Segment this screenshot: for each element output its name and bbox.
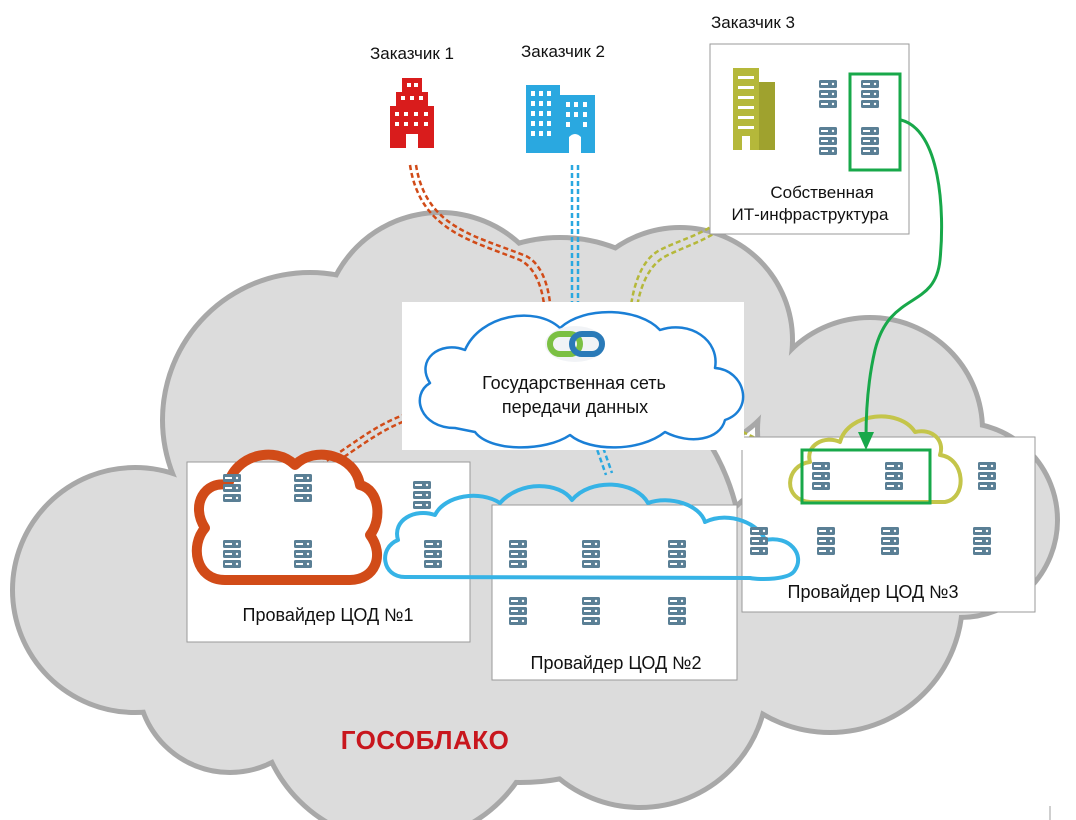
customer-2-label: Заказчик 2 [521, 42, 605, 61]
link-customer-1-b [414, 164, 553, 321]
gosoblako-label: ГОСОБЛАКО [340, 725, 510, 755]
provider-2-label: Провайдер ЦОД №2 [530, 653, 702, 673]
link-provider-2 [590, 434, 608, 476]
gov-network-line1: Государственная сеть [482, 373, 666, 393]
own-infra-highlight [848, 72, 902, 172]
chain-link-icon [545, 326, 605, 362]
gov-network-line2: передачи данных [501, 397, 649, 417]
gov-network-cloud [418, 310, 745, 449]
building-blue-icon [526, 85, 595, 153]
provider-1-cloud [191, 449, 383, 585]
provider-3-label: Провайдер ЦОД №3 [787, 582, 959, 602]
own-infra-line2: ИТ-инфраструктура [731, 205, 889, 224]
customer-3-label: Заказчик 3 [711, 13, 795, 32]
migration-arrow-head [858, 432, 874, 450]
customer-1-label: Заказчик 1 [370, 44, 454, 63]
building-red-icon [390, 78, 434, 148]
link-customer-3-b [634, 159, 753, 316]
link-provider-2-b [596, 432, 614, 474]
customer-links [408, 159, 753, 321]
provider-2-box [491, 504, 738, 681]
link-provider-1 [319, 408, 421, 467]
link-customer-1 [408, 164, 547, 321]
provider-1-label: Провайдер ЦОД №1 [242, 605, 414, 625]
own-infra-line1: Собственная [770, 183, 874, 202]
provider-2-cloud [383, 482, 801, 581]
migration-arrow [864, 118, 944, 439]
building-olive-icon [733, 68, 775, 150]
link-provider-1-b [323, 413, 425, 472]
